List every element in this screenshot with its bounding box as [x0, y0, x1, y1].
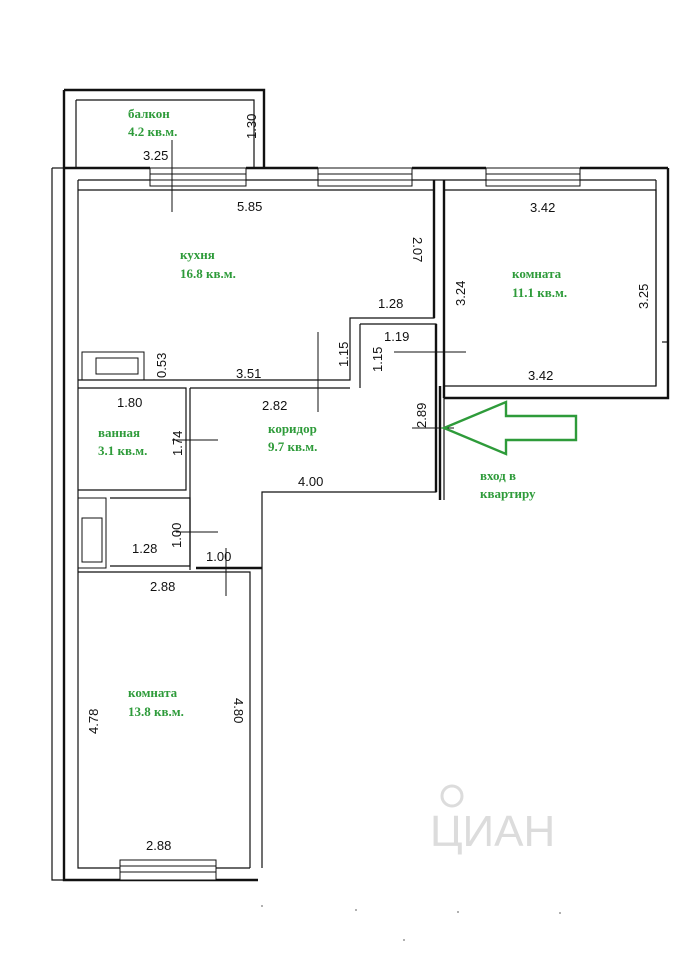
scan-specks: [261, 905, 561, 941]
room-label-room-bottom: комната 13.8 кв.м.: [128, 685, 184, 719]
room-name: кухня: [180, 247, 215, 262]
room-area: 4.2 кв.м.: [128, 124, 177, 139]
watermark: ЦИАН: [430, 784, 555, 856]
room-area: 9.7 кв.м.: [268, 439, 317, 454]
dim-room-bottom-bottom: 2.88: [146, 838, 171, 853]
room-name: комната: [512, 266, 562, 281]
dim-room-top-left: 3.24: [453, 281, 468, 306]
dim-wc-width: 1.28: [132, 541, 157, 556]
room-label-kitchen: кухня 16.8 кв.м.: [180, 247, 236, 281]
window-room-top: [485, 167, 581, 187]
room-area: 16.8 кв.м.: [180, 266, 236, 281]
room-label-corridor: коридор 9.7 кв.м.: [268, 421, 317, 454]
dim-balcony-width: 3.25: [143, 148, 168, 163]
room-label-room-top: комната 11.1 кв.м.: [512, 266, 567, 300]
window-kitchen-right: [317, 167, 413, 187]
outer-walls: [51, 88, 670, 882]
dim-balcony-height: 1.30: [244, 114, 259, 139]
room-area: 3.1 кв.м.: [98, 443, 147, 458]
dim-room-bottom-left: 4.78: [86, 709, 101, 734]
dim-wc-door: 1.00: [206, 549, 231, 564]
room-name: комната: [128, 685, 178, 700]
dim-kitchen-bottom: 3.51: [236, 366, 261, 381]
dim-bath-width: 1.80: [117, 395, 142, 410]
dim-kitchen-left: 0.53: [154, 353, 169, 378]
room-label-bath: ванная 3.1 кв.м.: [98, 425, 147, 458]
dim-wc-height: 1.00: [169, 523, 184, 548]
dim-corridor-notch: 1.15: [370, 347, 385, 372]
dim-kitchen-right: 2.07: [410, 237, 425, 262]
entrance-label: вход в квартиру: [480, 468, 536, 501]
room-name: коридор: [268, 421, 317, 436]
room-label-balcony: балкон 4.2 кв.м.: [128, 106, 177, 139]
watermark-text: ЦИАН: [430, 807, 555, 856]
dim-room-top-bottom: 3.42: [528, 368, 553, 383]
dim-corridor-width: 2.82: [262, 398, 287, 413]
dim-kitchen-step: 1.28: [378, 296, 403, 311]
entrance-line-2: квартиру: [480, 486, 536, 501]
dim-room-bottom-right: 4.80: [231, 698, 246, 723]
dim-kitchen-width: 5.85: [237, 199, 262, 214]
entrance-arrow-icon: [440, 400, 578, 456]
dim-room-top-right: 3.25: [636, 284, 651, 309]
dim-corridor-entry: 2.89: [414, 403, 429, 428]
room-name: ванная: [98, 425, 140, 440]
dimension-ticks: [171, 140, 466, 596]
inner-walls: [77, 180, 657, 868]
dim-corridor-bottom: 4.00: [298, 474, 323, 489]
dim-room-top-width: 3.42: [530, 200, 555, 215]
watermark-pin-icon: [440, 784, 464, 808]
dim-kitchen-notch: 1.15: [336, 342, 351, 367]
dimension-labels: 1.30 3.25 5.85 2.07 1.28 0.53 3.51 1.15 …: [86, 114, 651, 853]
window-kitchen-left: [149, 167, 247, 187]
dim-corridor-top-right: 1.19: [384, 329, 409, 344]
window-room-bottom: [119, 859, 217, 881]
dim-bath-height: 1.74: [170, 431, 185, 456]
room-area: 11.1 кв.м.: [512, 285, 567, 300]
room-area: 13.8 кв.м.: [128, 704, 184, 719]
room-name: балкон: [128, 106, 170, 121]
dim-room-bottom-top: 2.88: [150, 579, 175, 594]
entrance-line-1: вход в: [480, 468, 516, 483]
